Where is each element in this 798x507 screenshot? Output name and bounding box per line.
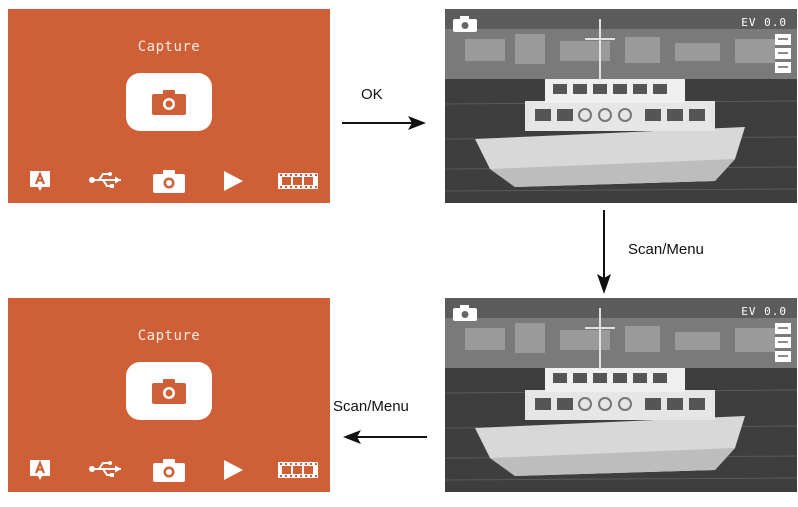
film-icon[interactable] <box>278 462 318 483</box>
ev-readout: EV 0.0 <box>741 16 787 29</box>
arrow-down-icon <box>595 210 613 294</box>
capture-menu-screen-top: Capture <box>8 9 330 203</box>
camera-icon <box>152 89 186 115</box>
arrow-right-icon <box>342 115 426 131</box>
auto-mode-icon[interactable] <box>28 169 52 198</box>
boat-scene-image <box>445 9 797 203</box>
live-view-photo-top: EV 0.0 <box>445 9 797 203</box>
scan-menu-label-left: Scan/Menu <box>333 398 409 415</box>
setting-indicator-icons <box>775 323 791 368</box>
scan-menu-label-down: Scan/Menu <box>628 241 704 258</box>
menu-icon-row <box>8 169 330 197</box>
live-view-photo-bottom: EV 0.0 <box>445 298 797 492</box>
capture-menu-screen-bottom: Capture <box>8 298 330 492</box>
boat-scene-image <box>445 298 797 492</box>
capture-button[interactable] <box>126 73 212 131</box>
arrow-left-icon <box>343 429 427 445</box>
usb-icon[interactable] <box>88 461 124 482</box>
menu-icon-row <box>8 458 330 486</box>
camera-icon <box>152 378 186 404</box>
camera-mode-icon[interactable] <box>153 458 185 487</box>
film-icon[interactable] <box>278 173 318 194</box>
camera-mode-icon[interactable] <box>153 169 185 198</box>
menu-title: Capture <box>8 39 330 55</box>
camera-mode-indicator-icon <box>453 16 477 37</box>
camera-mode-indicator-icon <box>453 305 477 326</box>
ok-label: OK <box>361 86 383 103</box>
menu-title: Capture <box>8 328 330 344</box>
ev-readout: EV 0.0 <box>741 305 787 318</box>
usb-icon[interactable] <box>88 172 124 193</box>
play-icon[interactable] <box>222 170 244 197</box>
play-icon[interactable] <box>222 459 244 486</box>
capture-button[interactable] <box>126 362 212 420</box>
auto-mode-icon[interactable] <box>28 458 52 487</box>
setting-indicator-icons <box>775 34 791 79</box>
